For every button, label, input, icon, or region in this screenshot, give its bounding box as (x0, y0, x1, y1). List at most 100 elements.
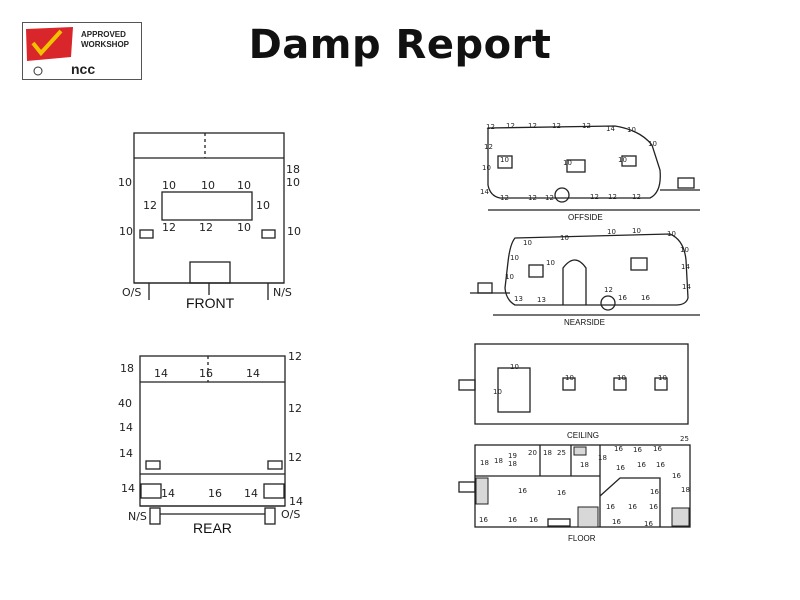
damp-reading-ns-16: 12 (604, 286, 613, 294)
logo-small-emblem (33, 66, 43, 76)
damp-reading-f-win-bot-3: 10 (237, 221, 251, 234)
offside-wheel (554, 187, 570, 203)
approved-workshop-logo: APPROVED WORKSHOP ncc (22, 22, 142, 80)
logo-brand: ncc (71, 61, 96, 77)
damp-reading-os-5: 12 (582, 122, 591, 130)
damp-reading-fl-29: 16 (644, 520, 653, 528)
damp-reading-ns-13: 13 (537, 296, 546, 304)
rear-cluster-left (140, 483, 162, 499)
damp-reading-fl-26: 16 (508, 516, 517, 524)
page-title: Damp Report (248, 22, 552, 68)
damp-reading-os-13: 10 (618, 156, 627, 164)
floor-hatched-2 (577, 506, 599, 528)
damp-reading-fl-19: 16 (518, 487, 527, 495)
damp-reading-os-7: 10 (627, 126, 636, 134)
ceiling-label: CEILING (567, 431, 599, 440)
damp-reading-os-8: 12 (484, 143, 493, 151)
damp-reading-ns-5: 10 (667, 230, 676, 238)
ceiling-rooflight-1 (497, 367, 531, 413)
damp-reading-fl-20: 16 (557, 489, 566, 497)
rear-right-side: O/S (281, 508, 300, 521)
logo-flag-icon (26, 27, 73, 76)
damp-reading-c-1: 10 (510, 363, 519, 371)
damp-reading-fl-12: 16 (653, 445, 662, 453)
damp-reading-r-row1-3: 14 (246, 367, 260, 380)
damp-reading-r-bot-3: 14 (244, 487, 258, 500)
damp-reading-ns-11: 14 (682, 283, 691, 291)
damp-reading-r-bot-2: 16 (208, 487, 222, 500)
damp-reading-fl-9: 18 (598, 454, 607, 462)
damp-reading-fl-28: 16 (612, 518, 621, 526)
damp-reading-os-9: 10 (648, 140, 657, 148)
damp-reading-os-20: 14 (480, 188, 489, 196)
floor-partition-5 (599, 477, 661, 527)
rear-steady-right (264, 507, 276, 525)
front-lamp-right (261, 229, 276, 239)
damp-reading-fl-23: 16 (649, 503, 658, 511)
damp-reading-os-6: 14 (606, 125, 615, 133)
nearside-hitch (477, 282, 493, 294)
offside-body (487, 125, 661, 199)
damp-reading-ns-15: 16 (641, 294, 650, 302)
damp-reading-r-top-right: 12 (288, 350, 302, 363)
damp-reading-c-4: 10 (617, 374, 626, 382)
damp-reading-f-win-bot-1: 12 (162, 221, 176, 234)
front-window (161, 191, 253, 221)
ceiling-rooflight-2 (562, 377, 576, 391)
front-left-side: O/S (122, 286, 141, 299)
nearside-window-1 (528, 264, 544, 278)
damp-reading-ns-3: 10 (607, 228, 616, 236)
floor-step (547, 518, 571, 527)
rear-left-side: N/S (128, 510, 147, 523)
damp-reading-c-5: 10 (658, 374, 667, 382)
damp-reading-ns-7: 10 (505, 273, 514, 281)
damp-reading-os-18: 12 (608, 193, 617, 201)
damp-reading-fl-13: 25 (680, 435, 689, 443)
damp-reading-fl-24: 16 (650, 488, 659, 496)
damp-reading-fl-22: 16 (628, 503, 637, 511)
floor-hatched-4 (573, 446, 587, 456)
ceiling-rooflight-3 (613, 377, 627, 391)
damp-reading-fl-10: 16 (614, 445, 623, 453)
damp-reading-fl-8: 18 (580, 461, 589, 469)
damp-reading-f-upper-left: 10 (118, 176, 132, 189)
damp-reading-fl-27: 16 (529, 516, 538, 524)
damp-reading-f-top-right: 18 (286, 163, 300, 176)
damp-reading-fl-16: 16 (656, 461, 665, 469)
rear-lamp-right (267, 460, 283, 470)
damp-reading-f-lower-left: 10 (119, 225, 133, 238)
damp-reading-f-win-top-2: 10 (201, 179, 215, 192)
offside-window-2 (566, 159, 586, 173)
damp-reading-fl-6: 18 (543, 449, 552, 457)
rear-label: REAR (193, 520, 232, 536)
offside-label: OFFSIDE (568, 213, 603, 222)
front-label: FRONT (186, 295, 235, 311)
damp-reading-r-row1-2: 16 (199, 367, 213, 380)
damp-reading-os-3: 12 (528, 122, 537, 130)
damp-reading-ns-4: 10 (632, 227, 641, 235)
damp-reading-fl-17: 16 (672, 472, 681, 480)
damp-reading-fl-11: 16 (633, 446, 642, 454)
rear-lamp-left (145, 460, 161, 470)
damp-reading-c-3: 10 (565, 374, 574, 382)
damp-reading-fl-3: 18 (508, 460, 517, 468)
damp-reading-os-17: 12 (590, 193, 599, 201)
damp-reading-r-bot-1: 14 (161, 487, 175, 500)
rear-cluster-right (263, 483, 285, 499)
front-right-side: N/S (273, 286, 292, 299)
damp-reading-fl-5: 20 (528, 449, 537, 457)
damp-reading-fl-18: 18 (681, 486, 690, 494)
logo-check-mark (31, 29, 63, 57)
offside-window-1 (497, 155, 513, 169)
damp-reading-os-12: 10 (563, 159, 572, 167)
